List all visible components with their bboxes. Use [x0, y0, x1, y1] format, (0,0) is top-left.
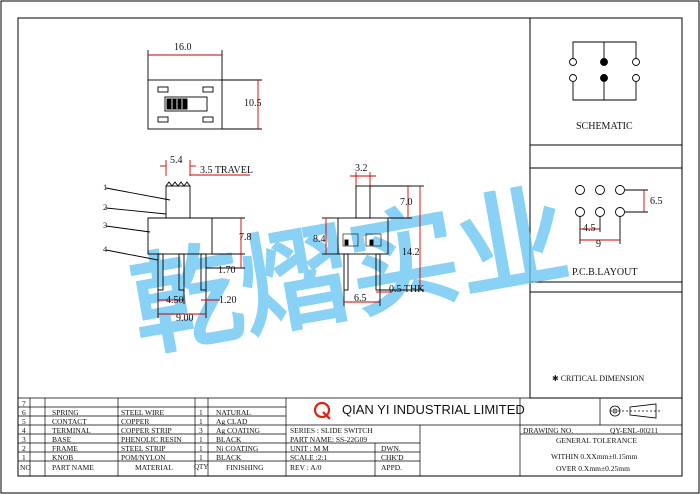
bom-header-no: NO — [20, 463, 31, 472]
bom-finishing: BLACK — [216, 453, 242, 462]
bom-qty: 1 — [199, 444, 203, 453]
pcb-footprint — [575, 185, 648, 244]
scale: SCALE :2:1 — [290, 453, 328, 462]
front-view — [322, 172, 424, 306]
pcb-layout-label: P.C.B.LAYOUT — [572, 267, 638, 278]
company-logo — [313, 401, 331, 420]
bom-no: 6 — [22, 408, 26, 417]
bom-material: COPPER — [121, 417, 150, 426]
dim-travel: 3.5 TRAVEL — [200, 165, 253, 176]
company-name: QIAN YI INDUSTRIAL LIMITED — [342, 402, 525, 417]
bom-qty: 1 — [199, 408, 203, 417]
bom-header-material: MATERIAL — [135, 463, 173, 472]
side-view — [105, 160, 250, 318]
pcb-dim-9: 9 — [596, 239, 601, 250]
chkd: CHK'D — [381, 453, 404, 462]
bom-part: TERMINAL — [52, 426, 91, 435]
top-view — [147, 50, 262, 130]
dwn: DWN. — [381, 444, 401, 453]
bom-qty: 1 — [199, 453, 203, 462]
thickness: 0.5 THK — [389, 284, 425, 295]
bom-no: 4 — [22, 426, 26, 435]
critical-dimension-note: ✱ CRITICAL DIMENSION — [552, 374, 645, 383]
bom-no: 3 — [22, 435, 26, 444]
leader-4: 4 — [103, 244, 108, 254]
projection-symbol-icon — [609, 403, 660, 419]
bom-no: 7 — [22, 399, 26, 408]
dim-height: 10.5 — [244, 98, 262, 109]
schematic-symbol — [569, 41, 640, 101]
part-name: PART NAME: SS-22G09 — [290, 435, 368, 444]
appd: APPD. — [381, 463, 403, 472]
bom-finishing: NATURAL — [216, 408, 251, 417]
series: SERIES : SLIDE SWITCH — [290, 426, 373, 435]
bom-no: 5 — [22, 417, 26, 426]
tolerance-over: OVER 0.Xmm±0.25mm — [556, 464, 630, 473]
dim-4-50: 4.50 — [166, 295, 184, 306]
rev: REV : A/0 — [290, 463, 322, 472]
bom-finishing: Ag COATING — [216, 426, 260, 435]
bom-material: STEEL WIRE — [121, 408, 165, 417]
title-block-grid — [18, 397, 682, 476]
pcb-dim-4-5: 4.5 — [583, 223, 596, 234]
bom-part: CONTACT — [52, 417, 87, 426]
bom-header-qty: QTY — [194, 463, 209, 471]
dim-7-8: 7.8 — [239, 232, 252, 243]
dim-14-2: 14.2 — [402, 247, 420, 258]
drawing-no: QY-ENL-00211 — [610, 426, 659, 435]
bom-qty: 1 — [199, 435, 203, 444]
bom-part: KNOB — [52, 453, 74, 462]
dim-7-0: 7.0 — [400, 197, 413, 208]
tolerance-within: WITHIN 0.XXmm±0.15mm — [551, 452, 638, 461]
bom-header-finishing: FINISHING — [226, 463, 264, 472]
dim-9-00: 9.00 — [176, 313, 194, 324]
bom-part: SPRING — [52, 408, 79, 417]
dim-1-70: 1.70 — [218, 265, 236, 276]
bom-part: FRAME — [52, 444, 78, 453]
bom-finishing: BLACK — [216, 435, 242, 444]
bom-material: PHENOLIC RESIN — [121, 435, 182, 444]
bom-finishing: Ag CLAD — [216, 417, 248, 426]
leader-3: 3 — [103, 220, 108, 230]
bom-qty: 3 — [199, 426, 203, 435]
dim-8-4: 8.4 — [313, 234, 326, 245]
dim-6-5: 6.5 — [354, 293, 367, 304]
leader-2: 2 — [103, 202, 108, 212]
dim-3-2: 3.2 — [355, 163, 368, 174]
bom-qty: 1 — [199, 417, 203, 426]
bom-material: COPPER STRIP — [121, 426, 172, 435]
dim-width: 16.0 — [174, 42, 192, 53]
dim-5-4: 5.4 — [170, 155, 183, 166]
tolerance-title: GENERAL TOLERANCE — [556, 436, 637, 445]
bom-header-part: PART NAME — [52, 463, 94, 472]
bom-finishing: Ni COATING — [216, 444, 259, 453]
leader-1: 1 — [103, 182, 108, 192]
bom-no: 2 — [22, 444, 26, 453]
pcb-dim-6-5: 6.5 — [650, 196, 663, 207]
bom-material: STEEL STRIP — [121, 444, 166, 453]
unit: UNIT : M M — [290, 444, 329, 453]
schematic-label: SCHEMATIC — [576, 121, 633, 132]
bom-part: BASE — [52, 435, 72, 444]
dim-1-20: 1.20 — [219, 295, 237, 306]
bom-material: POM/NYLON — [121, 453, 166, 462]
bom-no: 1 — [22, 453, 26, 462]
drawing-no-label: DRAWING NO. — [523, 426, 574, 435]
